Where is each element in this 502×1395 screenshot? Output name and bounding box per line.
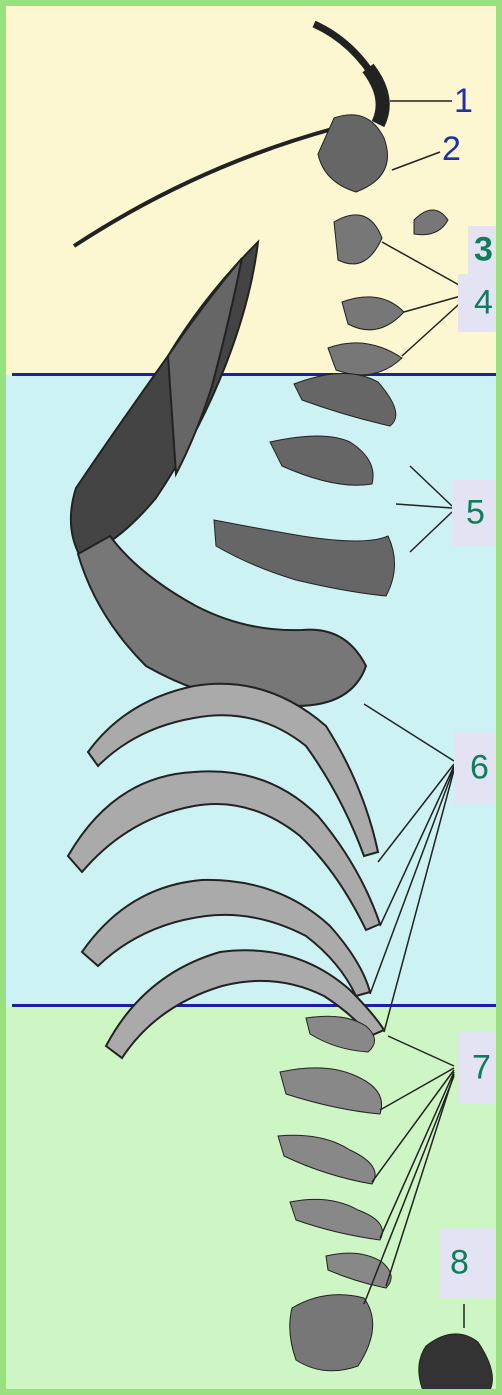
label-7: 7 [472, 1049, 491, 1088]
mouthparts-drawing [328, 210, 448, 375]
label-2: 2 [442, 132, 461, 166]
leader-lines [364, 101, 468, 1328]
label-1: 1 [454, 84, 473, 118]
label-3-box: 3 [468, 226, 502, 274]
label-4: 4 [474, 284, 493, 323]
appendage-illustration [6, 6, 502, 1395]
label-5: 5 [466, 494, 485, 533]
label-6: 6 [470, 749, 489, 788]
label-6-box: 6 [454, 732, 502, 804]
label-8: 8 [450, 1244, 469, 1283]
antennule-drawing [314, 24, 383, 124]
label-3: 3 [474, 231, 493, 270]
tailfan-drawing [290, 1295, 493, 1395]
maxillipeds-drawing [214, 373, 396, 596]
walking-legs-drawing [68, 684, 384, 1058]
label-7-box: 7 [458, 1032, 502, 1104]
label-5-box: 5 [452, 480, 502, 546]
label-4-box: 4 [458, 274, 502, 332]
label-8-box: 8 [440, 1228, 502, 1298]
swimmerets-drawing [278, 1016, 391, 1288]
